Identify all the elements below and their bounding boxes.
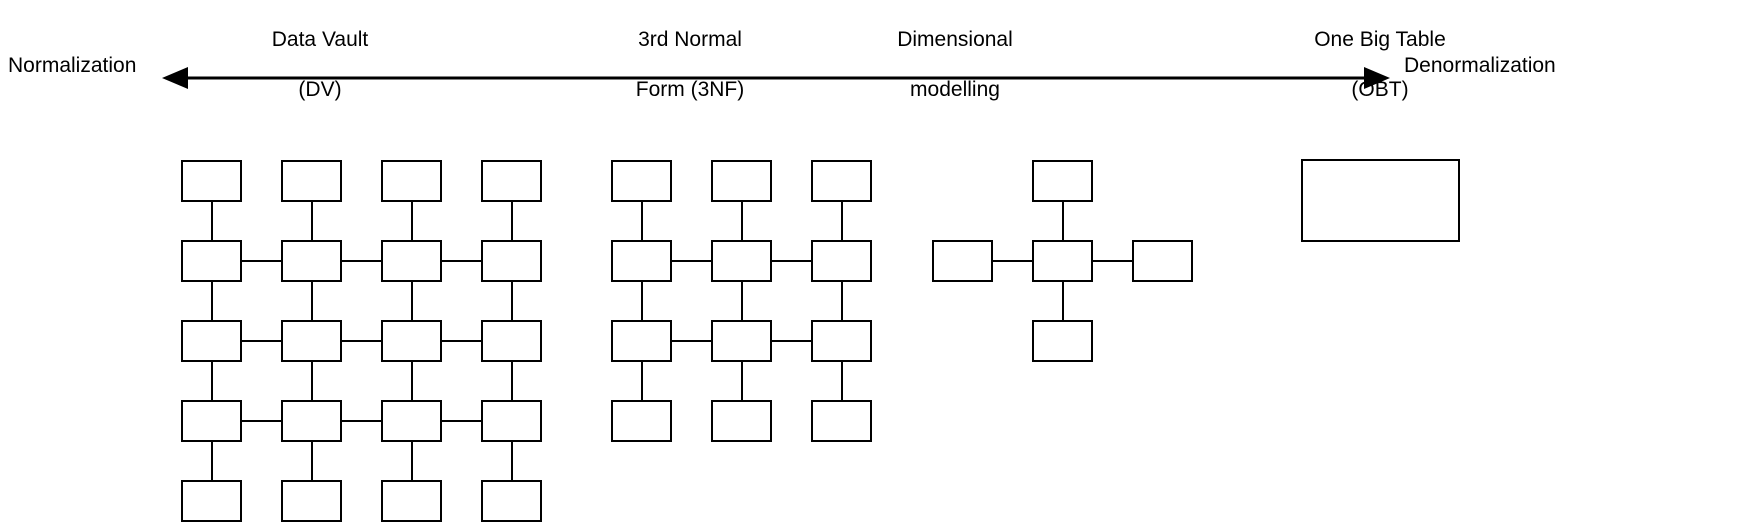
node-connector-vertical bbox=[640, 282, 643, 320]
column-title-line2: (DV) bbox=[298, 78, 342, 101]
entity-box bbox=[181, 160, 242, 202]
entity-box bbox=[181, 400, 242, 442]
node-connector-horizontal bbox=[672, 340, 711, 342]
node-connector-vertical bbox=[310, 282, 313, 320]
entity-box bbox=[481, 160, 542, 202]
node-connector-vertical bbox=[210, 202, 213, 240]
entity-box bbox=[281, 480, 342, 522]
node-connector-vertical bbox=[510, 202, 513, 240]
entity-box bbox=[711, 240, 772, 282]
entity-box bbox=[811, 400, 872, 442]
dimension-box-bottom bbox=[1032, 320, 1093, 362]
axis-label-normalization: Normalization bbox=[8, 54, 137, 77]
entity-box bbox=[611, 320, 672, 362]
entity-box bbox=[481, 320, 542, 362]
node-connector-vertical bbox=[210, 442, 213, 480]
entity-box bbox=[611, 400, 672, 442]
entity-box bbox=[481, 240, 542, 282]
dimension-box-left bbox=[932, 240, 993, 282]
entity-box bbox=[611, 240, 672, 282]
node-connector-vertical bbox=[1061, 282, 1064, 320]
entity-box bbox=[811, 240, 872, 282]
node-connector-horizontal bbox=[242, 260, 281, 262]
column-title-3nf: 3rd Normal Form (3NF) bbox=[570, 2, 810, 127]
node-connector-horizontal bbox=[442, 340, 481, 342]
node-connector-vertical bbox=[1061, 202, 1064, 240]
column-title-one-big-table: One Big Table (OBT) bbox=[1260, 2, 1500, 127]
node-connector-vertical bbox=[640, 362, 643, 400]
entity-box bbox=[481, 480, 542, 522]
node-connector-vertical bbox=[840, 362, 843, 400]
node-connector-vertical bbox=[840, 202, 843, 240]
entity-box bbox=[381, 400, 442, 442]
node-connector-vertical bbox=[310, 362, 313, 400]
column-title-line2: Form (3NF) bbox=[635, 78, 745, 101]
column-title-data-vault: Data Vault (DV) bbox=[200, 2, 440, 127]
column-title-line1: Dimensional bbox=[897, 28, 1013, 51]
node-connector-horizontal bbox=[672, 260, 711, 262]
node-connector-horizontal bbox=[442, 260, 481, 262]
column-title-line1: One Big Table bbox=[1314, 28, 1446, 51]
column-title-line2: (OBT) bbox=[1351, 78, 1409, 101]
entity-box bbox=[181, 240, 242, 282]
node-connector-horizontal bbox=[442, 420, 481, 422]
node-connector-vertical bbox=[410, 282, 413, 320]
node-connector-horizontal bbox=[772, 340, 811, 342]
node-connector-vertical bbox=[510, 442, 513, 480]
entity-box bbox=[811, 320, 872, 362]
node-connector-vertical bbox=[740, 362, 743, 400]
entity-box bbox=[381, 240, 442, 282]
column-title-dimensional-modelling: Dimensional modelling bbox=[830, 2, 1080, 127]
node-connector-horizontal bbox=[1093, 260, 1132, 262]
node-connector-horizontal bbox=[342, 420, 381, 422]
node-connector-vertical bbox=[640, 202, 643, 240]
one-big-table-box bbox=[1301, 159, 1460, 242]
entity-box bbox=[281, 160, 342, 202]
node-connector-vertical bbox=[210, 362, 213, 400]
node-connector-horizontal bbox=[242, 420, 281, 422]
dimension-box-right bbox=[1132, 240, 1193, 282]
entity-box bbox=[281, 400, 342, 442]
entity-box bbox=[281, 240, 342, 282]
entity-box bbox=[181, 320, 242, 362]
node-connector-vertical bbox=[310, 442, 313, 480]
column-title-line1: Data Vault bbox=[271, 28, 369, 51]
node-connector-vertical bbox=[410, 442, 413, 480]
node-connector-vertical bbox=[740, 202, 743, 240]
entity-box bbox=[711, 320, 772, 362]
node-connector-vertical bbox=[310, 202, 313, 240]
entity-box bbox=[381, 160, 442, 202]
node-connector-horizontal bbox=[242, 340, 281, 342]
entity-box bbox=[711, 400, 772, 442]
axis-label-denormalization: Denormalization bbox=[1404, 54, 1556, 77]
node-connector-vertical bbox=[510, 282, 513, 320]
entity-box bbox=[281, 320, 342, 362]
node-connector-vertical bbox=[740, 282, 743, 320]
column-title-line1: 3rd Normal bbox=[638, 28, 742, 51]
entity-box bbox=[381, 320, 442, 362]
entity-box bbox=[711, 160, 772, 202]
spectrum-double-arrow bbox=[162, 67, 1390, 89]
entity-box bbox=[611, 160, 672, 202]
node-connector-vertical bbox=[210, 282, 213, 320]
node-connector-horizontal bbox=[342, 260, 381, 262]
entity-box bbox=[811, 160, 872, 202]
entity-box bbox=[481, 400, 542, 442]
node-connector-horizontal bbox=[342, 340, 381, 342]
entity-box bbox=[181, 480, 242, 522]
node-connector-horizontal bbox=[772, 260, 811, 262]
fact-box-center bbox=[1032, 240, 1093, 282]
node-connector-vertical bbox=[510, 362, 513, 400]
dimension-box-top bbox=[1032, 160, 1093, 202]
node-connector-vertical bbox=[410, 362, 413, 400]
node-connector-vertical bbox=[410, 202, 413, 240]
node-connector-vertical bbox=[840, 282, 843, 320]
entity-box bbox=[381, 480, 442, 522]
column-title-line2: modelling bbox=[910, 78, 1000, 101]
